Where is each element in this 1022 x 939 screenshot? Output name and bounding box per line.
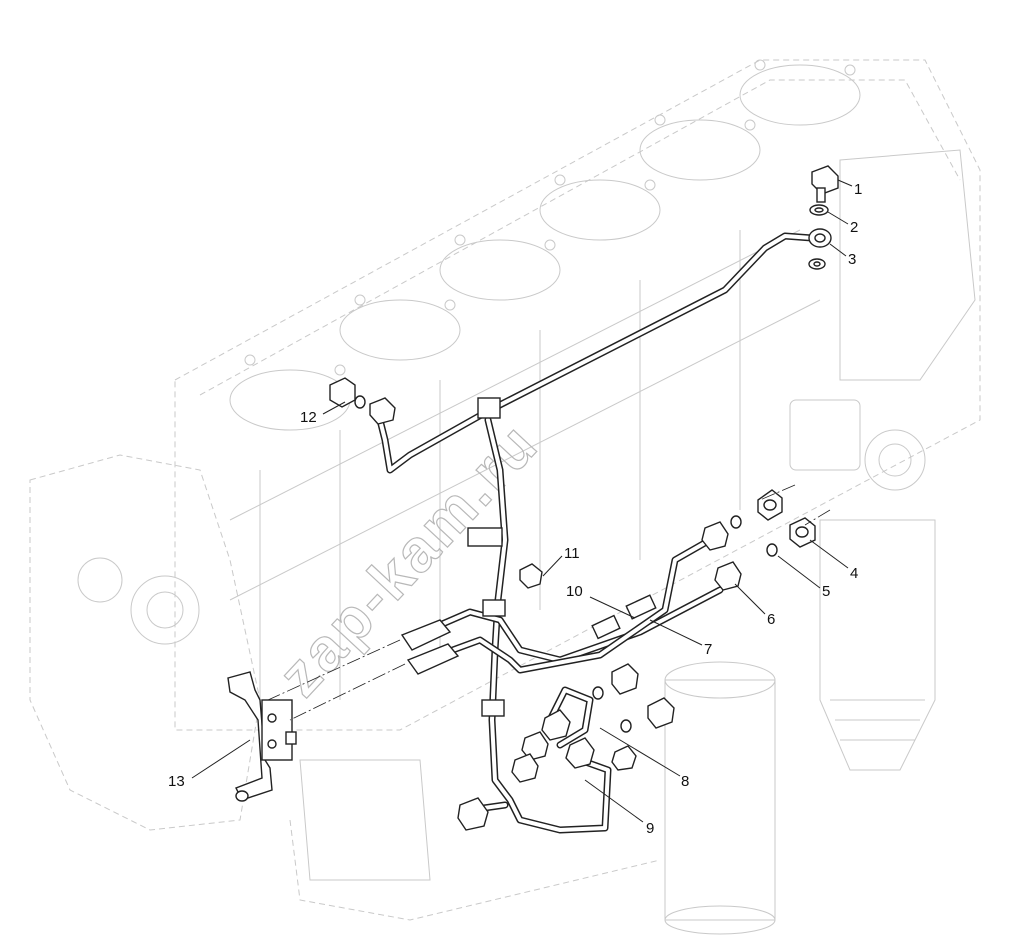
- injector-sleeves: [400, 619, 460, 675]
- mounting-bolt: [519, 563, 543, 589]
- callout-12: 12: [300, 409, 317, 426]
- connector-6b: [714, 561, 742, 591]
- callout-11: 11: [564, 545, 580, 562]
- connector-6a: [701, 521, 729, 551]
- callout-13: 13: [168, 773, 185, 790]
- leader-lines: [191, 179, 853, 823]
- callout-3: 3: [848, 251, 856, 268]
- connector-8a: [541, 709, 571, 741]
- callout-7: 7: [704, 641, 712, 658]
- pressure-sensor-lower: [789, 517, 816, 548]
- callout-4: 4: [850, 565, 858, 582]
- callout-2: 2: [850, 219, 858, 236]
- washer-5a: [730, 515, 742, 529]
- banjo-bolt: [811, 165, 839, 203]
- callout-6: 6: [767, 611, 775, 628]
- pipe-clamp-mid: [591, 614, 621, 640]
- pipe-clamp-vertical: [477, 397, 501, 419]
- assembly-center-lines: [267, 484, 831, 721]
- plug-lower-2: [647, 697, 675, 729]
- pipe-clamp-upper: [625, 594, 657, 620]
- pipe-clamp-bracket: [467, 527, 503, 547]
- callout-10: 10: [566, 583, 583, 600]
- plug-lower-1: [611, 663, 639, 695]
- pressure-sensor-upper: [757, 489, 783, 521]
- support-bracket: [227, 671, 297, 802]
- banjo-fitting: [808, 228, 832, 248]
- callout-9: 9: [646, 820, 654, 837]
- washer-5b: [766, 543, 778, 557]
- plug-fitting-left: [329, 377, 396, 425]
- connector-8c: [511, 753, 539, 783]
- connector-9: [565, 737, 595, 769]
- callout-5: 5: [822, 583, 830, 600]
- engine-block: [29, 59, 981, 935]
- callout-8: 8: [681, 773, 689, 790]
- callout-1: 1: [854, 181, 862, 198]
- callouts: 1 2 3 4 5 6 7 8 9 10 11 12 13: [168, 181, 862, 837]
- connector-8b: [521, 731, 549, 761]
